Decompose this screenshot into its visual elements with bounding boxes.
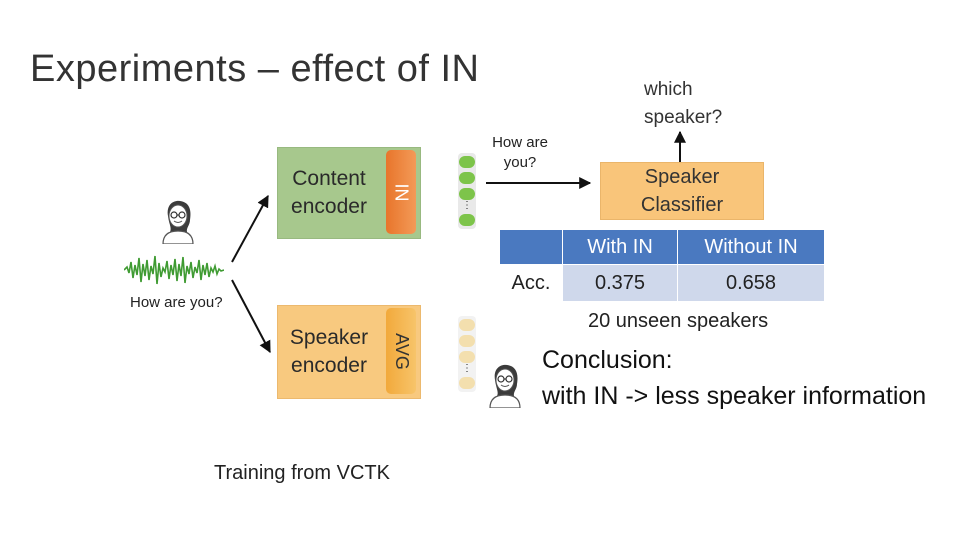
- content-encoder-block: Content encoder IN: [277, 147, 421, 239]
- table-header-without-in: Without IN: [678, 230, 824, 264]
- table-cell-with-in: 0.375: [563, 265, 677, 301]
- average-pooling-label: AVG: [391, 332, 412, 370]
- person-icon-right: [489, 364, 521, 408]
- training-note: Training from VCTK: [214, 462, 390, 484]
- speaker-encoder-label: Speaker encoder: [289, 326, 369, 377]
- instance-norm-label: IN: [391, 183, 412, 201]
- conclusion-body: with IN -> less speaker information: [542, 382, 927, 410]
- speaker-vector: ⋮: [458, 316, 476, 392]
- input-caption: How are you?: [130, 294, 223, 311]
- instance-norm-layer: IN: [386, 150, 416, 234]
- conclusion-text: Conclusion: with IN -> less speaker info…: [542, 342, 926, 414]
- table-row-label: Acc.: [511, 272, 551, 294]
- person-icon: [162, 200, 194, 244]
- average-pooling-layer: AVG: [386, 308, 416, 394]
- content-encoder-label: Content encoder: [291, 167, 367, 218]
- question-label: which speaker?: [644, 79, 723, 128]
- output-caption: How are you?: [492, 134, 548, 171]
- speaker-classifier-block: Speaker Classifier: [600, 162, 764, 220]
- slide-title: Experiments – effect of IN: [30, 48, 480, 90]
- table-cell-without-in: 0.658: [678, 265, 824, 301]
- table-header-with-in: With IN: [563, 230, 677, 264]
- speaker-classifier-label: Speaker Classifier: [640, 166, 724, 216]
- audio-waveform: [124, 255, 224, 285]
- speaker-encoder-block: Speaker encoder AVG: [277, 305, 421, 399]
- table-header-corner: [500, 230, 562, 264]
- content-vector: ⋮: [458, 153, 476, 229]
- unseen-speakers-note: 20 unseen speakers: [588, 310, 769, 332]
- conclusion-heading: Conclusion:: [542, 346, 673, 374]
